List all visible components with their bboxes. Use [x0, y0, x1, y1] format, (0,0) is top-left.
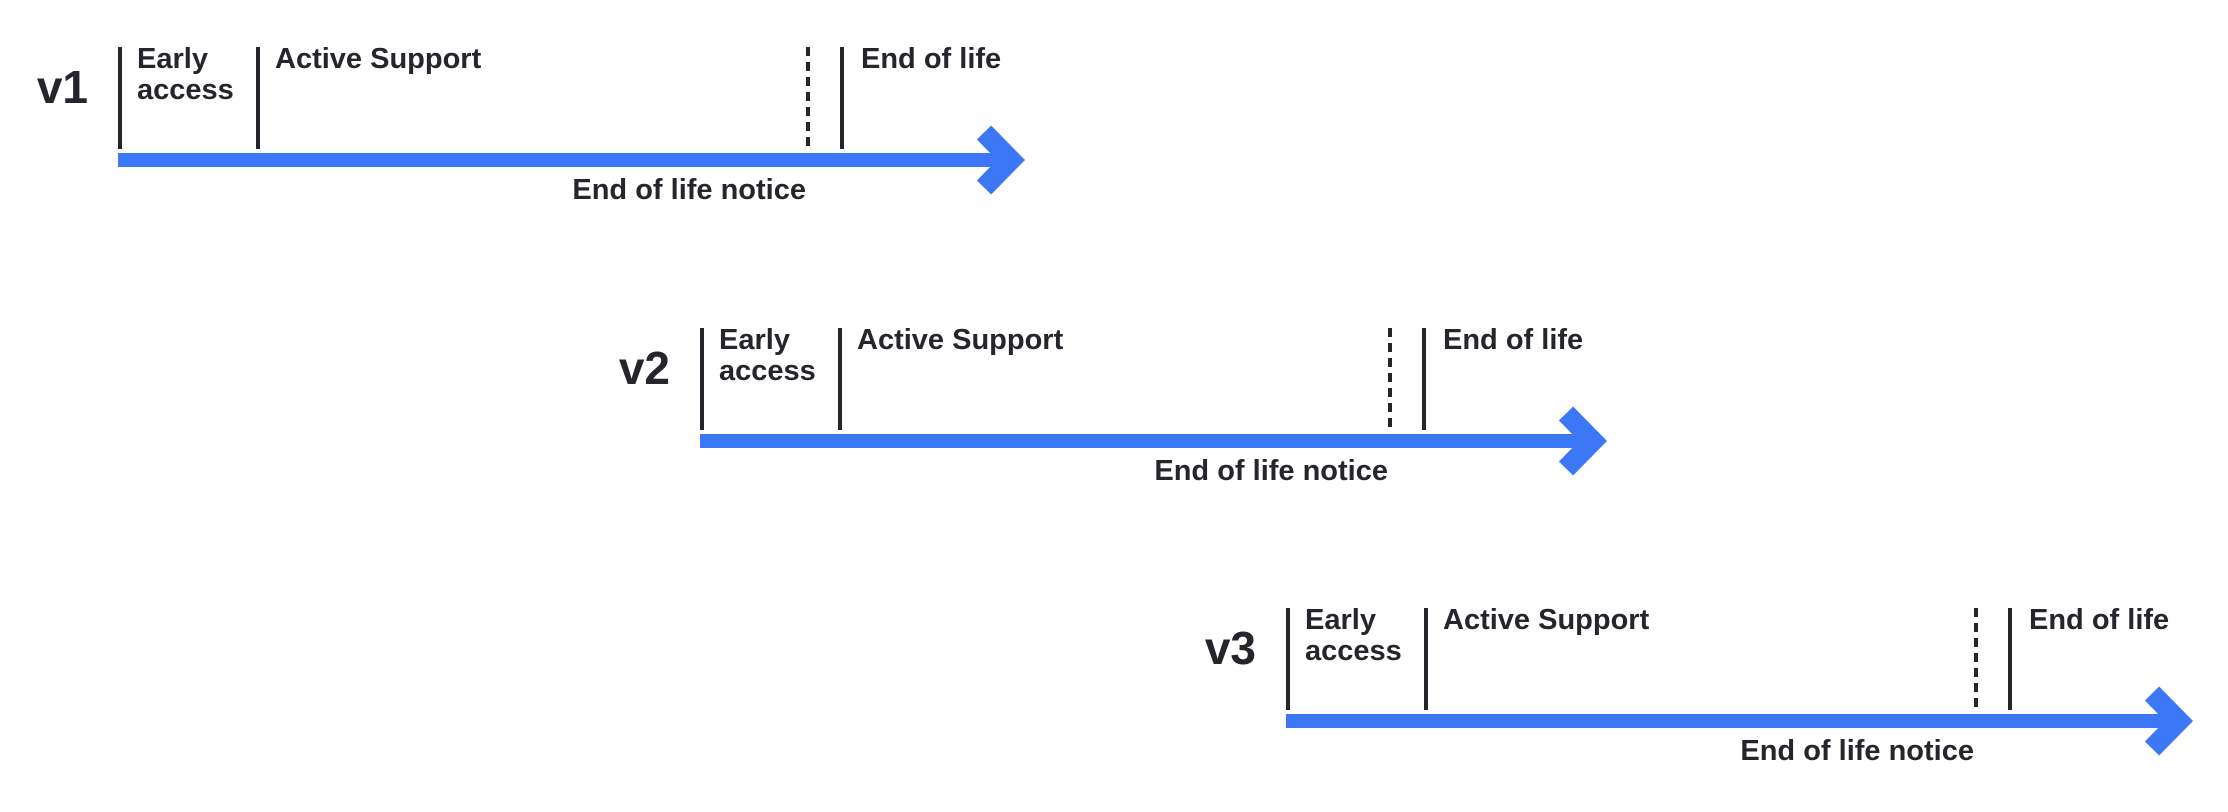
timeline-graphic	[1286, 608, 2194, 756]
timeline-arrow-head	[976, 125, 1026, 195]
eol-notice-label: End of life notice	[1740, 735, 1974, 767]
timeline-arrow-bar	[1286, 714, 2172, 728]
phase-label-end-of-life: End of life	[2029, 604, 2170, 636]
phase-label-active-support: Active Support	[275, 43, 482, 75]
eol-notice-label: End of life notice	[1154, 455, 1388, 487]
phase-label-active-support: Active Support	[857, 324, 1064, 356]
eol-notice-label: End of life notice	[572, 174, 806, 206]
timeline-arrow-bar	[118, 153, 1004, 167]
timeline-graphic	[700, 328, 1608, 476]
timeline-graphic	[118, 47, 1026, 195]
timeline-arrow-head	[2144, 686, 2194, 756]
phase-label-early-access: Early access	[137, 43, 234, 106]
timeline-v3: v3 Early access Active Support End of li…	[1205, 604, 2206, 778]
phase-label-active-support: Active Support	[1443, 604, 1650, 636]
version-label: v3	[1204, 622, 1256, 674]
timeline-v1: v1 Early access Active Support End of li…	[37, 43, 1038, 217]
phase-label-end-of-life: End of life	[861, 43, 1002, 75]
timeline-arrow-bar	[700, 434, 1586, 448]
phase-label-early-access: Early access	[1305, 604, 1402, 667]
timeline-arrow-head	[1558, 406, 1608, 476]
version-label: v1	[36, 61, 88, 113]
phase-label-early-access: Early access	[719, 324, 816, 387]
version-label: v2	[618, 342, 670, 394]
phase-label-end-of-life: End of life	[1443, 324, 1584, 356]
timeline-v2: v2 Early access Active Support End of li…	[619, 324, 1620, 498]
